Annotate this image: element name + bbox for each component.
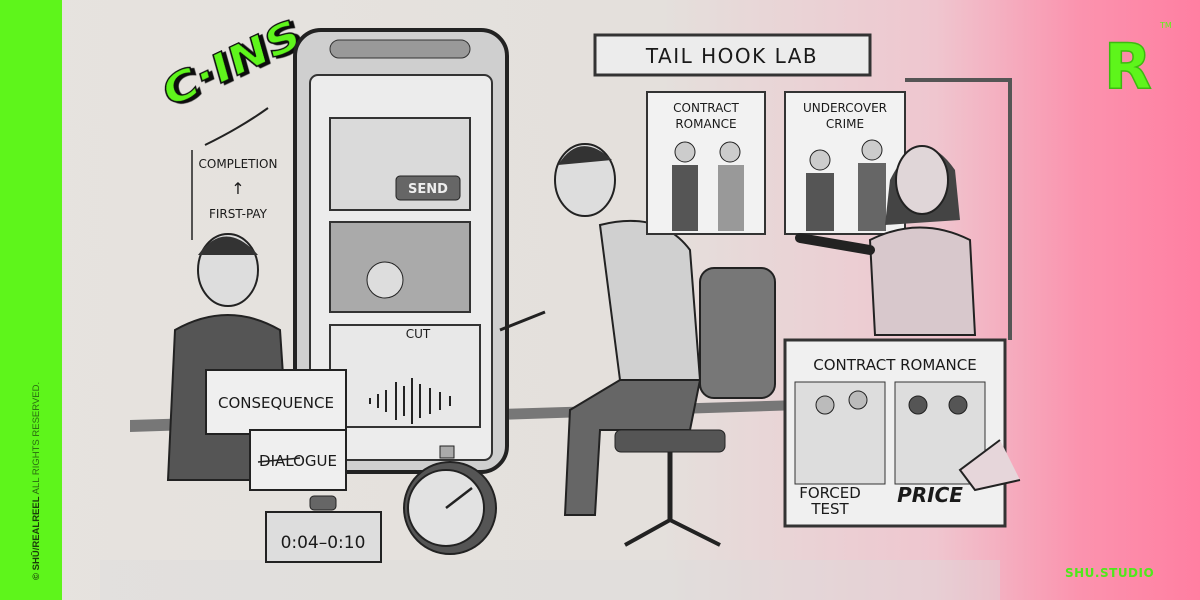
- send-button[interactable]: [395, 175, 461, 201]
- pointing-hand-icon: [958, 439, 1021, 492]
- floor: [100, 560, 1000, 600]
- story-board: CONTRACT ROMANCE FORCED TEST PRICE: [783, 338, 1021, 528]
- growth-arrow-icon: [204, 107, 269, 146]
- box-consequence: CONSEQUENCE: [205, 369, 347, 435]
- svg-text:C·INS: C·INS: [158, 10, 305, 118]
- strikethrough: [257, 457, 301, 463]
- woman-presenter: [795, 145, 977, 336]
- up-arrow-icon: ↑: [231, 179, 244, 198]
- funnel-bottom-label: FIRST-PAY: [209, 207, 268, 221]
- svg-text:CRIME: CRIME: [826, 117, 864, 131]
- svg-text:UNDERCOVER: UNDERCOVER: [803, 101, 887, 115]
- svg-text:DIALOGUE: DIALOGUE: [259, 452, 337, 470]
- funnel-top-label: COMPLETION: [199, 157, 278, 171]
- hand-key-icon: [366, 261, 404, 299]
- cins-logo: C·INS: [157, 9, 305, 119]
- waveform-icon: [369, 378, 451, 424]
- svg-text:CONSEQUENCE: CONSEQUENCE: [218, 394, 334, 412]
- svg-text:CONTRACT: CONTRACT: [673, 101, 739, 115]
- green-sidebar: © SHŪ/REALREEL ALL RIGHTS RESERVED.: [0, 0, 62, 600]
- brand-r-logo: R TM: [1103, 21, 1172, 104]
- knife-icon: [499, 310, 546, 332]
- trademark: TM: [1159, 21, 1172, 30]
- editor-man: [499, 143, 702, 516]
- alarm-clock-icon: [403, 445, 497, 555]
- svg-text:ROMANCE: ROMANCE: [675, 117, 736, 131]
- timer-device: 0:04–0:10: [265, 495, 382, 563]
- svg-text:SEND: SEND: [408, 182, 448, 197]
- svg-text:CUT: CUT: [406, 327, 431, 341]
- svg-text:PRICE: PRICE: [897, 483, 963, 507]
- lab-sign: TAIL HOOK LAB: [593, 33, 872, 77]
- svg-text:FORCED: FORCED: [799, 484, 861, 502]
- key-panel: [329, 221, 471, 313]
- svg-text:TEST: TEST: [810, 500, 849, 518]
- box-dialogue: DIALOGUE: [249, 429, 347, 491]
- office-chair: [614, 267, 776, 547]
- window-frame: [905, 78, 1012, 340]
- poster-contract-romance: CONTRACT ROMANCE: [646, 91, 766, 235]
- timer-readout: 0:04–0:10: [281, 533, 366, 553]
- svg-text:CONTRACT ROMANCE: CONTRACT ROMANCE: [813, 356, 976, 374]
- studio-watermark: SHU.STUDIO: [1065, 566, 1155, 580]
- funnel-panel: COMPLETION ↑ FIRST-PAY: [191, 107, 278, 240]
- phone: SEND CUT: [293, 28, 509, 474]
- svg-text:R: R: [1104, 30, 1152, 103]
- poster-undercover-crime: UNDERCOVER CRIME: [784, 91, 906, 235]
- svg-text:TAIL HOOK LAB: TAIL HOOK LAB: [645, 44, 818, 68]
